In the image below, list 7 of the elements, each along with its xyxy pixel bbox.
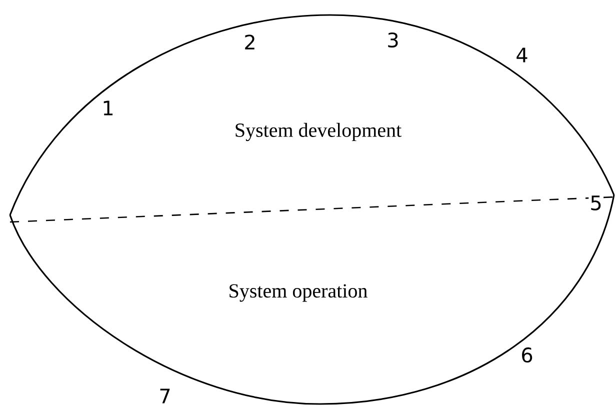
callout-number: 4 — [514, 46, 530, 64]
callout-number: 6 — [520, 346, 534, 364]
callout-number: 5 — [588, 194, 604, 212]
callout-number: 7 — [158, 388, 172, 404]
callout-number: 1 — [100, 100, 116, 116]
callout-number: 2 — [242, 34, 258, 50]
callout-number: 3 — [386, 31, 400, 49]
